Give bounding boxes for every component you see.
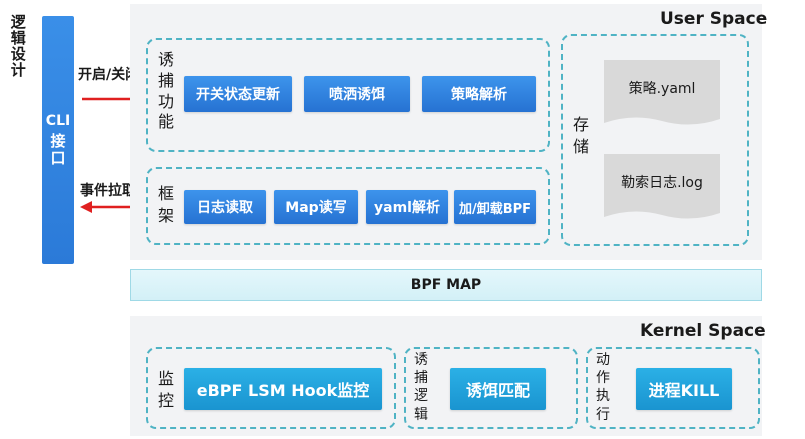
file-wave-icon [604,115,720,125]
ebpf-lsm-hook-monitor-button: eBPF LSM Hook监控 [184,368,382,410]
log-read-button: 日志读取 [184,190,266,224]
action-execute-label: 动作执行 [596,352,610,423]
map-read-write-button: Map读写 [274,190,358,224]
yaml-parse-button: yaml解析 [366,190,448,224]
framework-label: 框架 [158,184,175,225]
ransom-log-file: 勒索日志.log [604,154,720,210]
monitor-zone [146,347,396,429]
file-wave-icon [604,209,720,219]
lure-function-label: 诱捕功能 [158,50,175,132]
lure-function-zone [146,38,550,152]
storage-zone [561,34,749,246]
policy-yaml-filename: 策略.yaml [628,81,696,97]
bait-match-button: 诱饵匹配 [450,368,546,410]
lure-logic-label: 诱捕逻辑 [414,352,428,423]
load-unload-bpf-button: 加/卸载BPF [454,190,536,224]
user-space-title: User Space [660,9,768,29]
bpf-map-bar: BPF MAP [130,269,762,301]
lure-logic-zone [404,347,578,429]
toggle-arrow-label: 开启/关闭 [78,67,140,83]
action-execute-zone [586,347,760,429]
storage-label: 存储 [573,115,590,156]
policy-yaml-file: 策略.yaml [604,60,720,116]
logic-design-title: 逻辑设计 [8,14,27,78]
cli-label-en: CLI [45,113,71,129]
spray-bait-button: 喷洒诱饵 [304,76,410,112]
process-kill-button: 进程KILL [636,368,732,410]
monitor-label: 监控 [158,369,175,410]
bpf-map-label: BPF MAP [410,277,482,293]
toggle-state-update-button: 开关状态更新 [184,76,292,112]
kernel-space-title: Kernel Space [640,321,766,341]
cli-interface: CLI 接口 [42,16,74,264]
policy-parse-button: 策略解析 [422,76,536,112]
ransom-log-filename: 勒索日志.log [621,175,703,191]
framework-zone [146,167,550,245]
event-pull-arrow-label: 事件拉取 [80,183,136,199]
cli-label-cn: 接口 [48,133,67,167]
